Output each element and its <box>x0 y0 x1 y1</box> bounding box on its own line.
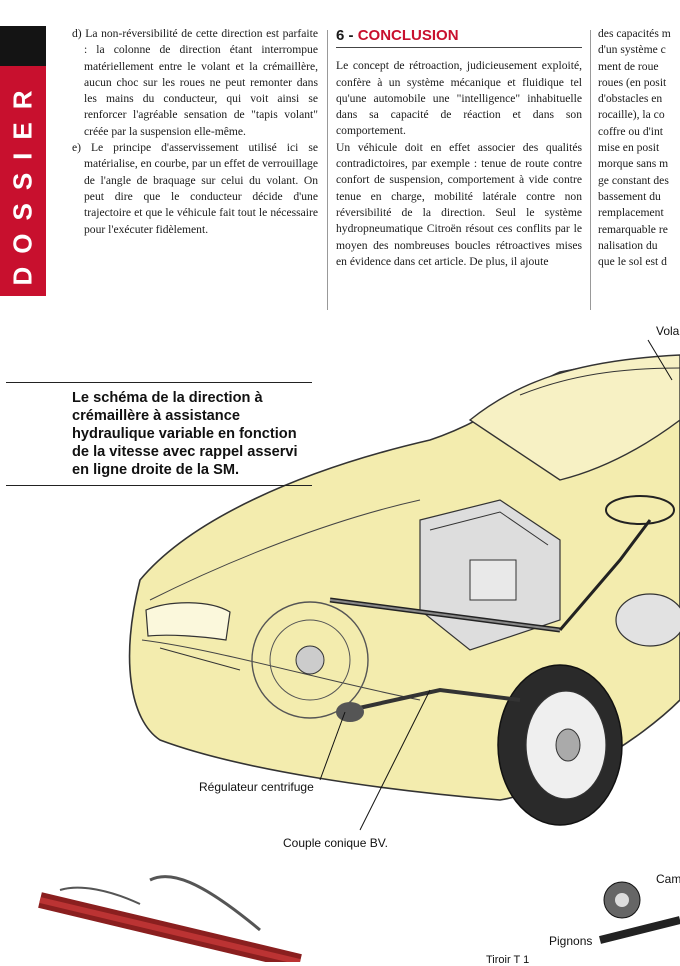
list-item-d: d) La non-réversibilité de cette directi… <box>72 27 318 138</box>
figure-caption: Le schéma de la direction à crémaillère … <box>0 382 312 486</box>
section-number: 6 - <box>336 27 358 44</box>
paragraph-2: Un véhicule doit en effet associer des q… <box>336 140 582 268</box>
col3-line: nalisation du <box>598 238 658 252</box>
col3-line: mise en posit <box>598 141 660 155</box>
text-column-3: des capacités m d'un système c ment de r… <box>598 26 680 316</box>
caption-rule-top <box>6 382 312 383</box>
section-tab-label: DOSSIER <box>7 76 38 286</box>
label-pignons: Pignons <box>549 934 593 948</box>
col3-line: remplacement <box>598 206 664 220</box>
col3-line: d'un système c <box>598 43 666 57</box>
label-tiroir: Tiroir T 1 <box>486 954 530 966</box>
col3-line: coffre ou d'int <box>598 124 663 138</box>
label-volant: Vola <box>656 324 680 338</box>
col3-line: morque sans m <box>598 157 669 171</box>
column-divider <box>327 30 328 310</box>
col3-line: remarquable re <box>598 222 668 236</box>
caption-text: Le schéma de la direction à crémaillère … <box>72 390 298 478</box>
label-cam: Cam <box>656 872 680 886</box>
col3-line: bassement du <box>598 189 661 203</box>
label-couple-conique: Couple conique BV. <box>283 836 388 850</box>
section-title: CONCLUSION <box>357 27 459 44</box>
section-tab-red: DOSSIER <box>0 66 46 296</box>
paragraph-1: Le concept de rétroaction, judicieusemen… <box>336 59 582 138</box>
text-column-2: 6 - CONCLUSION Le concept de rétroaction… <box>336 26 582 270</box>
column-divider-2 <box>590 30 591 310</box>
col3-line: que le sol est d <box>598 255 667 269</box>
list-item-e: e) Le principe d'asservissement utilisé … <box>72 141 318 236</box>
text-column-1: d) La non-réversibilité de cette directi… <box>72 26 318 238</box>
label-regulateur: Régulateur centrifuge <box>199 780 314 794</box>
caption-rule-bottom <box>6 485 312 486</box>
col3-line: rocaille), la co <box>598 108 665 122</box>
col3-line: ge constant des <box>598 173 669 187</box>
col3-line: ment de roue <box>598 59 659 73</box>
section-tab: DOSSIER <box>0 26 46 296</box>
car-cutaway-illustration <box>38 339 680 962</box>
col3-line: d'obstacles en <box>598 92 663 106</box>
col3-line: des capacités m <box>598 27 671 40</box>
section-heading: 6 - CONCLUSION <box>336 27 582 49</box>
col3-line: roues (en posit <box>598 75 667 89</box>
